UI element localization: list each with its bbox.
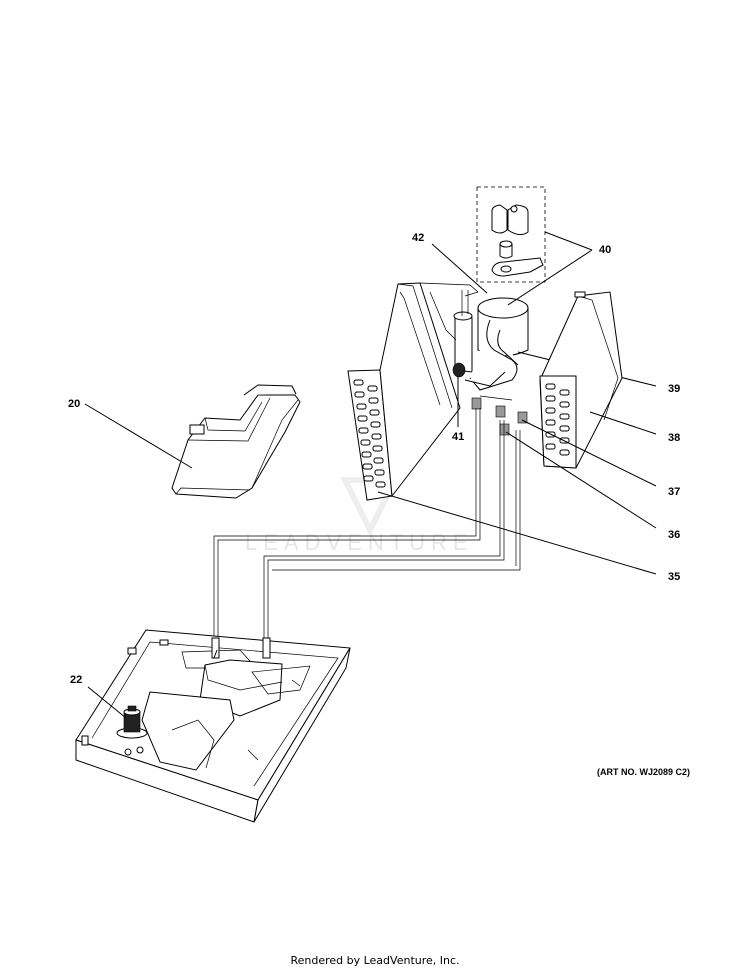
part-42-compressor-assembly (429, 290, 529, 401)
leader-36 (505, 431, 657, 529)
part-35-condenser-coil (347, 282, 479, 501)
label-41: 41 (452, 431, 464, 443)
part-41-valve (452, 362, 466, 378)
leader-40b (507, 249, 593, 306)
leader-20 (84, 403, 193, 469)
leader-22 (87, 686, 127, 719)
coil-hairpins-left (353, 379, 386, 488)
label-35: 35 (668, 571, 680, 583)
leader-40a (544, 231, 593, 251)
leader-38 (589, 411, 657, 435)
part-38-evaporator-coil (539, 291, 623, 469)
alignment-lines (213, 408, 521, 640)
label-39: 39 (668, 383, 680, 395)
part-22-capacitor (116, 705, 148, 739)
label-22: 22 (70, 674, 82, 686)
watermark-text: LEADVENTURE (245, 530, 474, 555)
label-37: 37 (668, 486, 680, 498)
label-42: 42 (412, 232, 424, 244)
leader-35 (377, 491, 657, 575)
label-20: 20 (68, 398, 80, 410)
label-38: 38 (668, 432, 680, 444)
leader-42 (431, 243, 488, 294)
part-20-drain-pan (171, 384, 301, 499)
label-40: 40 (599, 244, 611, 256)
leader-37 (521, 419, 657, 487)
art-number: (ART NO. WJ2089 C2) (596, 767, 690, 777)
part-40-terminal-kit (476, 186, 546, 283)
label-36: 36 (668, 529, 680, 541)
base-pan (75, 629, 351, 823)
footer-credit: Rendered by LeadVenture, Inc. (290, 954, 460, 967)
